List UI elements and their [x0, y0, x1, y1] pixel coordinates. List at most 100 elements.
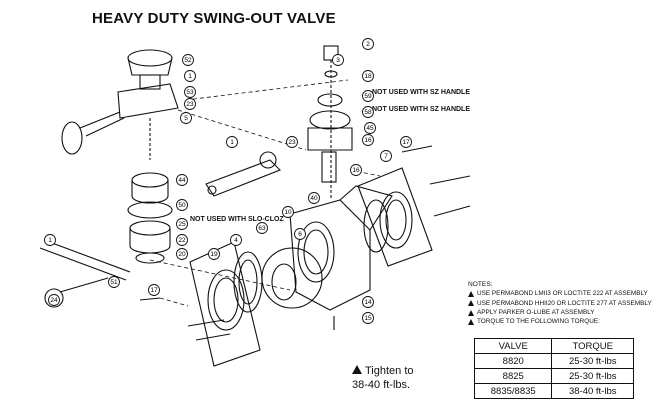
part-number-label: 23 [288, 139, 296, 146]
part-number-label: 15 [364, 315, 372, 322]
part-number-label: 52 [184, 57, 192, 64]
diagram-title: HEAVY DUTY SWING-OUT VALVE [92, 10, 336, 27]
part-callout-4: 4 [230, 234, 242, 246]
part-callout-14: 14 [362, 296, 374, 308]
part-number-label: 1 [188, 73, 192, 80]
part-callout-10: 10 [282, 206, 294, 218]
part-number-label: 5 [184, 115, 188, 122]
right-flange [357, 167, 433, 267]
valve-body [289, 185, 393, 311]
part-number-label: 19 [210, 251, 218, 258]
column-header-valve: VALVE [473, 338, 553, 354]
part-number-label: 10 [284, 209, 292, 216]
note-not-used-sz-1: NOT USED WITH SZ HANDLE [372, 89, 470, 96]
part-callout-24: 24 [48, 294, 60, 306]
column-header-torque: TORQUE [551, 338, 634, 354]
part-number-label: 45 [366, 125, 374, 132]
part-number-label: 6 [298, 231, 302, 238]
part-number-label: 1 [48, 237, 52, 244]
part-number-label: 58 [364, 109, 372, 116]
part-number-label: 63 [258, 225, 266, 232]
table-header-row: VALVE TORQUE [473, 338, 634, 354]
part-number-label: 23 [186, 101, 194, 108]
part-callout-63: 63 [256, 222, 268, 234]
seal-ring [233, 251, 263, 313]
part-number-label: 3 [336, 57, 340, 64]
part-number-label: 16 [352, 167, 360, 174]
note-item: USE PERMABOND LMII3 OR LOCTITE 222 AT AS… [468, 289, 648, 298]
part-callout-20: 20 [176, 248, 188, 260]
part-callout-17: 17 [400, 136, 412, 148]
part-callout-53: 53 [184, 86, 196, 98]
tighten-note: Tighten to 38-40 ft-lbs. [352, 365, 414, 391]
part-callout-22: 22 [176, 234, 188, 246]
part-number-label: 22 [178, 237, 186, 244]
torque-cell: 38-40 ft-lbs [551, 383, 634, 399]
note-item: APPLY PARKER O-LUBE AT ASSEMBLY [468, 308, 638, 317]
part-callout-40: 40 [308, 192, 320, 204]
part-number-label: 7 [384, 153, 388, 160]
part-callout-17: 17 [148, 284, 160, 296]
notes-block: NOTES: USE PERMABOND LMII3 OR LOCTITE 22… [468, 280, 652, 326]
disc-stack [127, 172, 173, 264]
ball [261, 247, 323, 309]
part-callout-6: 6 [294, 228, 306, 240]
note-not-used-sz-2: NOT USED WITH SZ HANDLE [372, 106, 470, 113]
part-callout-23: 23 [286, 136, 298, 148]
warning-triangle-icon [468, 318, 474, 325]
part-callout-19: 19 [208, 248, 220, 260]
part-number-label: 40 [310, 195, 318, 202]
part-number-label: 25 [178, 221, 186, 228]
part-number-label: 14 [364, 299, 372, 306]
part-number-label: 17 [402, 139, 410, 146]
part-number-label: 53 [186, 89, 194, 96]
part-number-label: 4 [234, 237, 238, 244]
part-callout-23: 23 [184, 98, 196, 110]
assembly-lines [149, 79, 381, 307]
valve-cell: 8835/8835 [473, 383, 553, 399]
warning-triangle-icon [468, 290, 474, 297]
part-callout-7: 7 [380, 150, 392, 162]
note-not-used-slo: NOT USED WITH SLO-CLOZ [190, 216, 284, 223]
part-callout-58: 58 [362, 106, 374, 118]
part-callout-3: 3 [332, 54, 344, 66]
part-callout-16: 16 [362, 134, 374, 146]
torque-cell: 25-30 ft-lbs [551, 353, 634, 369]
part-callout-52: 52 [182, 54, 194, 66]
valve-cell: 8825 [473, 368, 553, 384]
part-number-label: 2 [366, 41, 370, 48]
part-number-label: 50 [178, 202, 186, 209]
bolts [139, 145, 471, 341]
left-flange [189, 241, 261, 367]
notes-heading: NOTES: [468, 281, 493, 288]
shaft [39, 239, 131, 308]
warning-triangle-icon [468, 300, 474, 307]
handle-assembly [61, 49, 179, 160]
part-callout-44: 44 [176, 174, 188, 186]
part-number-label: 51 [110, 279, 118, 286]
part-number-label: 1 [230, 139, 234, 146]
note-item: USE PERMABOND HHII20 OR LOCTITE 277 AT A… [468, 299, 652, 308]
part-number-label: 44 [178, 177, 186, 184]
part-callout-51: 51 [108, 276, 120, 288]
warning-triangle-icon [468, 309, 474, 316]
part-callout-59: 59 [362, 90, 374, 102]
part-number-label: 59 [364, 93, 372, 100]
part-callout-5: 5 [180, 112, 192, 124]
top-fastener-stack [307, 45, 353, 200]
part-callout-45: 45 [364, 122, 376, 134]
part-number-label: 17 [150, 287, 158, 294]
lever-arm [205, 151, 281, 197]
part-number-label: 18 [364, 73, 372, 80]
part-callout-2: 2 [362, 38, 374, 50]
part-callout-18: 18 [362, 70, 374, 82]
part-callout-50: 50 [176, 199, 188, 211]
valve-cell: 8820 [473, 353, 553, 369]
